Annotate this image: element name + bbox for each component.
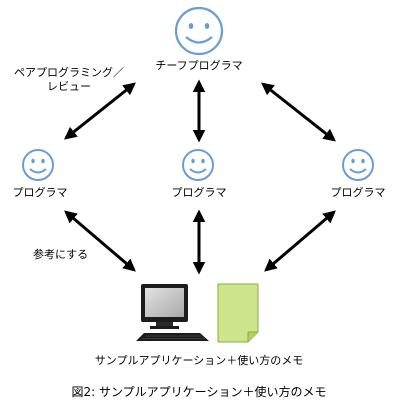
programmer-right-face-icon: [342, 149, 374, 181]
arrow-chief-to-left: [64, 82, 136, 140]
programmer-left-label: プログラマ: [12, 186, 68, 199]
arrow-right-to-sample: [264, 210, 336, 272]
memo-document-icon: [217, 283, 259, 343]
programmer-center-face-icon: [182, 149, 214, 181]
pair-programming-line-1: ペアプログラミング／: [14, 66, 124, 79]
arrow-left-to-sample: [64, 210, 136, 272]
chief-programmer-label: チーフプログラマ: [155, 59, 243, 72]
reference-label: 参考にする: [33, 248, 89, 261]
figure-caption: 図2: サンプルアプリケーション＋使い方のメモ: [71, 385, 327, 399]
sample-application-label: サンプルアプリケーション＋使い方のメモ: [94, 354, 304, 367]
programmer-center-label: プログラマ: [171, 186, 227, 199]
chief-programmer-face-icon: [174, 6, 224, 56]
pair-programming-label: ペアプログラミング／ レビュー: [14, 66, 124, 94]
programmer-right-label: プログラマ: [330, 186, 386, 199]
pair-programming-line-2: レビュー: [47, 80, 91, 93]
programmer-left-face-icon: [22, 149, 54, 181]
arrow-chief-to-right: [261, 82, 336, 142]
computer-icon: [136, 284, 209, 341]
